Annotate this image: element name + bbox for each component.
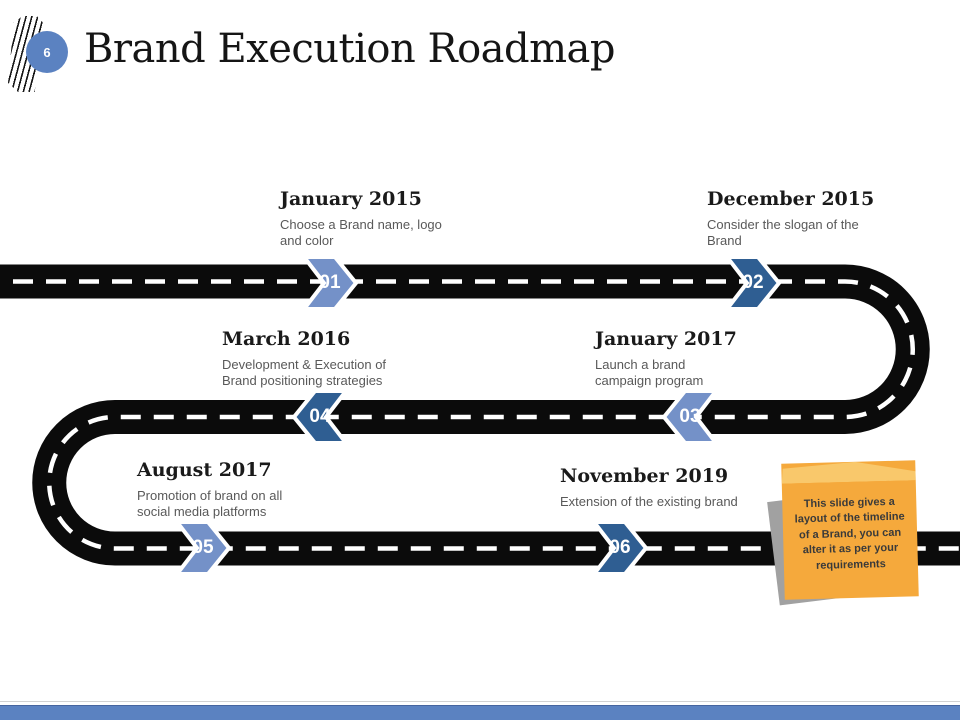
slide-number: 6 [43,44,51,60]
sticky-note-fold [781,460,915,484]
milestone-description: Launch a brand campaign program [595,357,704,388]
milestone-date: January 2015 [280,188,422,210]
roadmap-marker-03: 03 [662,389,718,445]
milestone-date: December 2015 [707,188,875,210]
marker-number: 01 [319,272,341,293]
chevron-right-icon [725,255,781,311]
marker-number: 06 [609,537,631,558]
milestone-january-2017: January 2017 Launch a brand campaign pro… [595,328,737,389]
milestone-date: August 2017 [137,459,272,481]
milestone-march-2016: March 2016 Development & Execution of Br… [222,328,417,389]
sticky-note: This slide gives a layout of the timelin… [767,456,925,608]
chevron-right-icon [592,520,648,576]
milestone-december-2015: December 2015 Consider the slogan of the… [707,188,875,249]
roadmap-marker-06: 06 [592,520,648,576]
page-title: Brand Execution Roadmap [84,26,616,72]
chevron-left-icon [292,389,348,445]
roadmap-marker-05: 05 [175,520,231,576]
chevron-left-icon [662,389,718,445]
milestone-november-2019: November 2019 Extension of the existing … [560,465,785,510]
slide-number-badge: 6 [26,31,68,73]
chevron-right-icon [175,520,231,576]
milestone-date: November 2019 [560,465,729,487]
sticky-note-text: This slide gives a layout of the timelin… [794,495,905,572]
milestone-date: January 2017 [595,328,737,350]
footer-hairline [0,701,960,702]
marker-number: 02 [742,272,764,293]
chevron-right-icon [302,255,358,311]
milestone-january-2015: January 2015 Choose a Brand name, logo a… [280,188,445,249]
roadmap-marker-04: 04 [292,389,348,445]
marker-number: 03 [679,406,701,427]
milestone-description: Consider the slogan of the Brand [707,217,859,248]
roadmap-marker-02: 02 [725,255,781,311]
sticky-note-body: This slide gives a layout of the timelin… [781,460,919,600]
milestone-description: Development & Execution of Brand positio… [222,357,387,388]
milestone-description: Extension of the existing brand [560,494,738,509]
road-center-line [0,279,960,551]
marker-number: 04 [309,406,331,427]
milestone-description: Choose a Brand name, logo and color [280,217,442,248]
milestone-august-2017: August 2017 Promotion of brand on all so… [137,459,312,520]
marker-number: 05 [192,537,214,558]
milestone-date: March 2016 [222,328,351,350]
footer-accent-bar [0,705,960,720]
milestone-description: Promotion of brand on all social media p… [137,488,283,519]
roadmap-marker-01: 01 [302,255,358,311]
